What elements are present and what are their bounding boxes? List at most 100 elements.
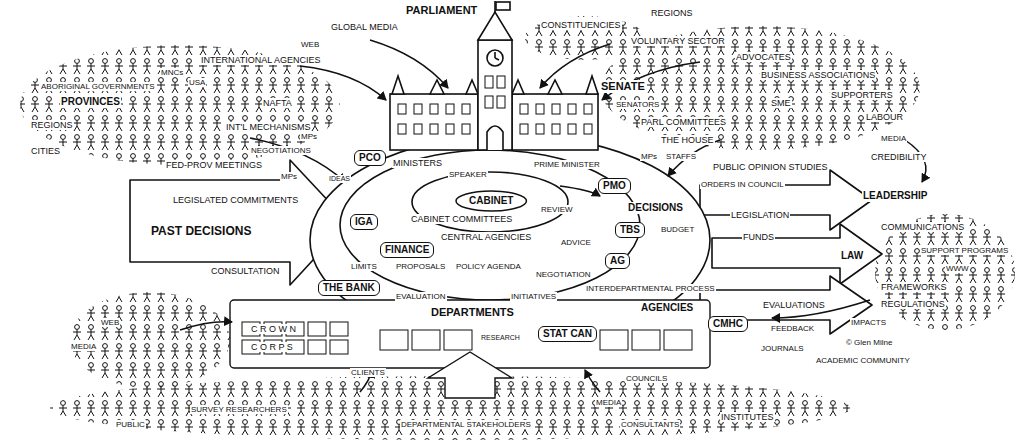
agency-box: TBS (615, 222, 645, 238)
text-label: VOLUNTARY SECTOR (630, 36, 726, 46)
text-label: THE HOUSE (660, 135, 715, 145)
text-label: CREDIBILITY (870, 152, 928, 162)
cabinet-oval: CABINET (455, 190, 527, 212)
text-label: SUPPORTERS (830, 90, 894, 100)
text-label: INT'L MECHANISMS (225, 122, 311, 132)
text-label: MEDIA (70, 342, 97, 351)
text-label: PROPOSALS (395, 262, 446, 271)
text-label: PARLIAMENT (405, 4, 478, 17)
text-label: EVALUATION (395, 292, 447, 301)
text-label: FUNDS (742, 232, 775, 242)
text-label: NEGOTIATIONS (250, 146, 312, 155)
text-label: CITIES (30, 146, 61, 156)
node-label: STAT CAN (543, 328, 592, 340)
text-label: IDEAS (328, 175, 351, 183)
text-label: COUNCILS (625, 374, 668, 383)
text-label: JOURNALS (760, 344, 805, 353)
text-label: GLOBAL MEDIA (330, 22, 399, 32)
text-label: BUDGET (660, 225, 695, 234)
text-label: SENATORS (615, 100, 660, 109)
text-label: POLICY AGENDA (455, 262, 522, 271)
text-label: MINISTERS (392, 158, 443, 168)
text-label: PARL COMMITTEES (640, 117, 727, 127)
text-label: FED-PROV MEETINGS (165, 160, 263, 170)
text-label: WEB (300, 40, 320, 49)
node-label: CMHC (713, 318, 743, 330)
text-label: DEPARTMENTAL STAKEHOLDERS (400, 420, 532, 429)
text-label: REGIONS (650, 8, 694, 18)
text-label: C O R P S (250, 342, 294, 352)
agency-box: PCO (354, 150, 386, 166)
text-label: NAFTA (262, 98, 293, 108)
text-label: MPs (280, 172, 298, 181)
text-label: STAFFS (665, 152, 697, 161)
agency-box: AG (605, 253, 630, 269)
crowds (20, 16, 1015, 440)
text-label: PUBLIC (115, 420, 146, 429)
text-label: SUPPORT PROGRAMS (920, 246, 1009, 255)
text-label: ADVICE (560, 238, 592, 247)
node-label: FINANCE (385, 244, 429, 256)
text-label: SURVEY RESEARCHERS (190, 405, 288, 414)
text-label: INTERNATIONAL AGENCIES (200, 55, 322, 65)
text-label: FRAMEWORKS (880, 282, 948, 292)
text-label: © Glen Milne (845, 338, 893, 347)
node-label: THE BANK (323, 282, 375, 294)
text-label: SENATE (600, 80, 646, 93)
text-label: LEGISLATION (730, 210, 790, 220)
text-label: DECISIONS (627, 202, 684, 214)
text-label: INSTITUTES (720, 412, 775, 422)
text-label: CONSULTATION (210, 266, 281, 276)
text-label: LEADERSHIP (862, 190, 928, 202)
text-label: ACADEMIC COMMUNITY (815, 356, 911, 365)
text-label: SPEAKER (448, 170, 488, 179)
text-label: COMMUNICATIONS (880, 222, 965, 232)
text-label: INTERDEPARTMENTAL PROCESS (585, 284, 716, 293)
text-label: IMPACTS (850, 318, 887, 327)
text-label: AGENCIES (640, 302, 694, 314)
text-label: REGIONS (30, 120, 74, 130)
agency-box: FINANCE (380, 242, 434, 258)
text-label: REGULATIONS (880, 299, 946, 309)
influence-arrows (180, 40, 926, 392)
text-label: REVIEW (540, 205, 574, 214)
node-label: AG (610, 255, 625, 267)
text-label: MPs (640, 152, 658, 161)
text-label: MNCs (160, 68, 184, 77)
text-label: ABORIGINAL GOVERNMENTS (40, 82, 156, 91)
text-label: SME (770, 98, 792, 108)
node-label: PCO (359, 152, 381, 164)
text-label: PAST DECISIONS (150, 225, 252, 239)
text-label: WEB (100, 318, 120, 327)
agency-box: IGA (350, 214, 378, 230)
text-label: RESEARCH (480, 334, 521, 342)
node-label: PMO (603, 180, 626, 192)
text-label: CABINET COMMITTEES (410, 214, 513, 224)
agency-box: PMO (598, 178, 631, 194)
text-label: EVALUATIONS (762, 300, 826, 310)
text-label: FEEDBACK (770, 324, 815, 333)
text-label: C R O W N (250, 324, 297, 334)
text-label: LABOUR (865, 112, 904, 122)
node-label: IGA (355, 216, 373, 228)
text-label: ADVOCATES (735, 52, 792, 62)
agency-box: THE BANK (318, 280, 380, 296)
text-label: MPs (300, 132, 318, 141)
text-label: PRIME MINISTER (533, 160, 601, 169)
text-label: LIMITS (350, 262, 378, 271)
text-label: WWW (945, 264, 970, 273)
text-label: ORDERS IN COUNCIL (700, 180, 785, 189)
agency-box: CMHC (708, 316, 748, 332)
departments-block (230, 300, 710, 398)
text-label: CLIENTS (350, 368, 386, 377)
agency-box: STAT CAN (538, 326, 597, 342)
text-label: CONSTITUENCIES (540, 20, 622, 30)
text-label: PROVINCES (60, 96, 121, 108)
text-label: USA (188, 78, 206, 87)
text-label: CONSULTANTS (620, 420, 680, 429)
text-label: LAW (840, 250, 864, 262)
text-label: LEGISLATED COMMITMENTS (172, 195, 299, 205)
text-label: PUBLIC OPINION STUDIES (712, 162, 829, 172)
text-label: CENTRAL AGENCIES (440, 232, 532, 242)
text-label: MEDIA (880, 134, 907, 143)
